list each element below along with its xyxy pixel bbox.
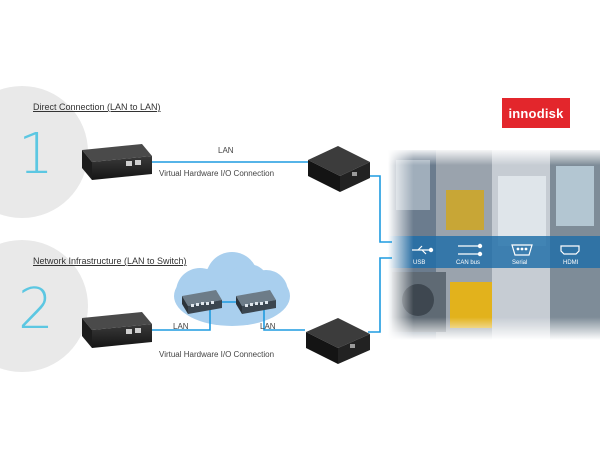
- network-link-line-left: [148, 305, 211, 331]
- can-bus-icon: [458, 243, 483, 257]
- application-photo-collage: [388, 150, 600, 340]
- connection-lines: [148, 161, 392, 333]
- can-bus-label: CAN bus: [456, 260, 481, 266]
- direct-lan-label: LAN: [218, 146, 234, 155]
- usb-label: USB: [413, 260, 426, 266]
- network-connection-caption: Virtual Hardware I/O Connection: [159, 350, 275, 359]
- top-device-to-io-line: [370, 175, 392, 243]
- section-2-circle: [0, 240, 88, 372]
- serial-port-icon: [511, 244, 533, 256]
- bottom-device-to-io-line: [368, 257, 392, 333]
- direct-connection-caption: Virtual Hardware I/O Connection: [159, 169, 275, 178]
- section-1-number: 1: [18, 122, 54, 187]
- network-lan-label-right: LAN: [260, 322, 276, 331]
- section-2-title: Network Infrastructure (LAN to Switch): [33, 256, 187, 266]
- section-2-number: 2: [18, 277, 54, 342]
- io-icons-band: [412, 243, 580, 257]
- section-1-circle: [0, 86, 88, 218]
- network-switch-2: [236, 290, 276, 314]
- innodisk-logo[interactable]: innodisk: [502, 98, 570, 128]
- hdmi-icon: [560, 245, 580, 255]
- mini-pc-1: [82, 144, 152, 180]
- hdmi-label: HDMI: [563, 260, 579, 266]
- network-lan-label-left: LAN: [173, 322, 189, 331]
- network-cloud: [174, 252, 290, 326]
- mini-pc-2: [82, 312, 152, 348]
- network-switch-1: [182, 290, 222, 314]
- section-1-title: Direct Connection (LAN to LAN): [33, 102, 161, 112]
- network-link-line-right: [263, 305, 305, 331]
- usb-icon: [412, 245, 434, 255]
- io-module-2: [306, 318, 370, 364]
- io-module-1: [308, 146, 370, 192]
- serial-label: Serial: [512, 260, 528, 266]
